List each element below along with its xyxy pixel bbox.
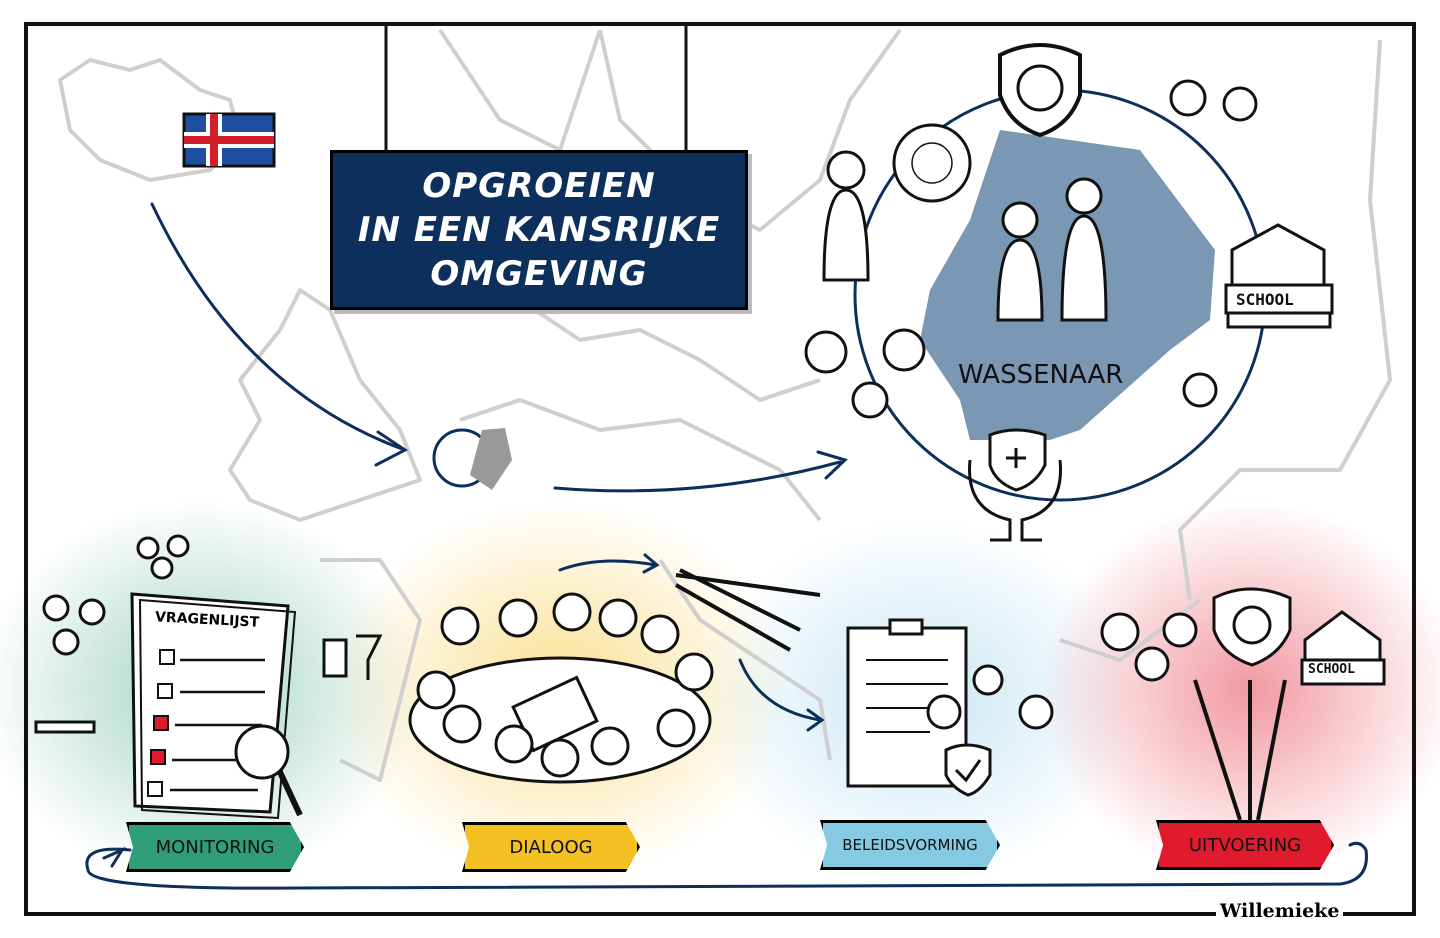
uitvoering-glow xyxy=(1040,500,1440,880)
face-icon xyxy=(498,598,538,638)
monitoring-scene xyxy=(34,592,383,820)
face-icon xyxy=(1001,201,1039,239)
face-icon xyxy=(1182,372,1218,408)
title-line-2: IN EEN KANSRIJKE xyxy=(357,210,721,250)
step-uitvoering: UITVOERING xyxy=(1156,820,1334,870)
step-dialoog: DIALOOG xyxy=(462,822,640,872)
face-icon xyxy=(804,330,848,374)
body-icon xyxy=(1060,214,1108,322)
title-line-3: OMGEVING xyxy=(430,254,648,294)
face-icon xyxy=(1100,612,1140,652)
spears-icon xyxy=(675,568,821,652)
face-icon xyxy=(494,724,534,764)
school-label-small: SCHOOL xyxy=(1308,662,1355,677)
body-icon xyxy=(996,238,1044,322)
soccer-shield-icon xyxy=(998,43,1082,138)
face-icon xyxy=(166,534,190,558)
cigarette-icon xyxy=(34,720,96,734)
face-icon xyxy=(674,652,714,692)
face-icon xyxy=(1162,612,1198,648)
face-icon xyxy=(552,592,592,632)
pattern-bubble-icon xyxy=(892,123,972,203)
step-monitoring: MONITORING xyxy=(126,822,304,872)
face-icon xyxy=(851,381,889,419)
frame-border xyxy=(24,22,1416,916)
gear-icon xyxy=(926,694,962,730)
face-icon xyxy=(136,536,160,560)
iceland-flag-icon xyxy=(182,112,276,168)
face-icon xyxy=(52,628,80,656)
step-beleidsvorming: BELEIDSVORMING xyxy=(820,820,1000,870)
care-shield-hands-icon xyxy=(968,428,1063,542)
face-icon xyxy=(1065,177,1103,215)
face-icon xyxy=(540,738,580,778)
face-icon xyxy=(78,598,106,626)
face-icon xyxy=(440,606,480,646)
uitvoering-scene xyxy=(1193,587,1386,821)
school-label: SCHOOL xyxy=(1236,290,1294,309)
beleid-scene xyxy=(846,618,1054,797)
face-icon xyxy=(882,328,926,372)
magnifier-icon xyxy=(234,724,290,780)
face-icon xyxy=(826,150,866,190)
title-line-1: OPGROEIEN xyxy=(422,166,656,206)
face-icon xyxy=(590,726,630,766)
face-icon xyxy=(150,556,174,580)
face-icon xyxy=(1134,646,1170,682)
school-icon xyxy=(1224,223,1334,329)
face-icon xyxy=(640,614,680,654)
face-icon xyxy=(42,594,70,622)
stick-figures xyxy=(42,79,1258,778)
artist-signature: Willemieke xyxy=(1216,900,1344,922)
face-icon xyxy=(656,708,696,748)
wassenaar-label: WASSENAAR xyxy=(958,360,1124,390)
face-icon xyxy=(416,670,456,710)
body-icon xyxy=(822,188,870,282)
face-icon xyxy=(1222,86,1258,122)
face-icon xyxy=(442,704,482,744)
face-icon xyxy=(598,598,638,638)
face-icon xyxy=(1169,79,1207,117)
drinks-icon xyxy=(322,638,348,678)
title-banner: OPGROEIEN IN EEN KANSRIJKE OMGEVING xyxy=(330,150,748,310)
check-shield-icon xyxy=(944,743,992,797)
